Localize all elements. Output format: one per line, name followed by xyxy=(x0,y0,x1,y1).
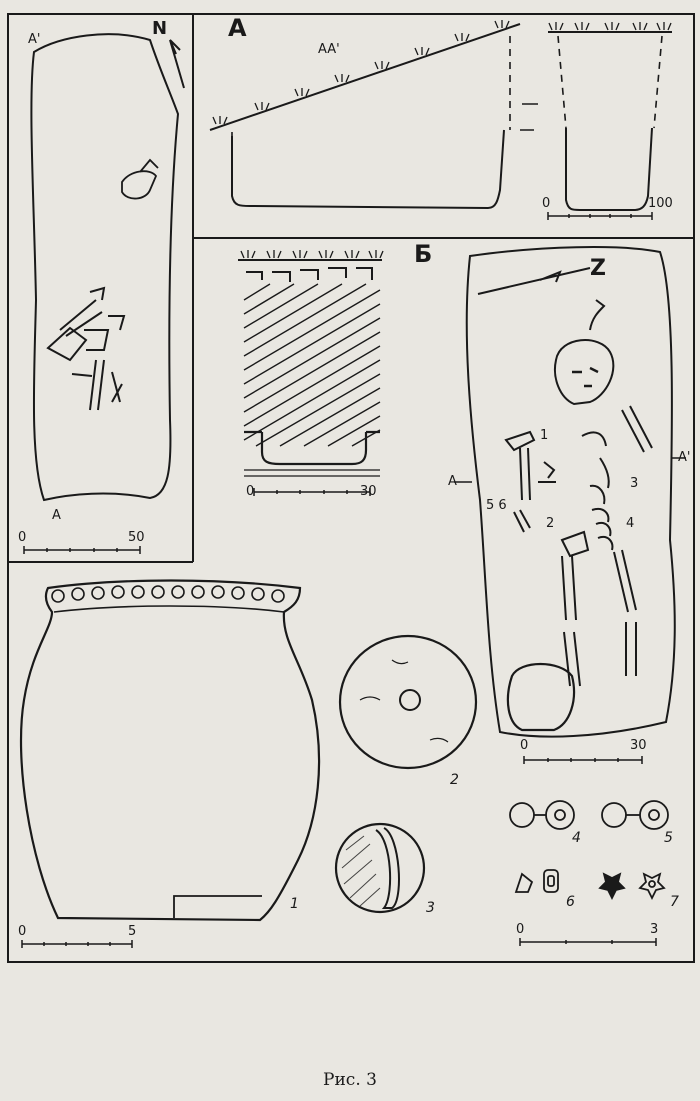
section-label-b: Б xyxy=(414,240,433,268)
section-line-b xyxy=(454,457,686,483)
burial-marker-4: 4 xyxy=(626,516,635,531)
pit-section-cross xyxy=(565,127,653,211)
north-label: N xyxy=(152,18,168,39)
arrow-letter-b: Z xyxy=(590,256,606,281)
turf-blocks-b xyxy=(246,267,373,282)
scale-bar-burial-b xyxy=(523,756,643,764)
pot-fragment-a xyxy=(121,158,159,200)
grass-ticks-cross xyxy=(548,22,672,31)
section-label-a: А xyxy=(228,14,247,42)
scale-burial-b-end: 30 xyxy=(630,738,647,753)
burial-marker-3: 3 xyxy=(630,476,639,491)
base-layers-b xyxy=(244,469,380,477)
scale-bar-vessel xyxy=(21,940,133,948)
bead-3-band xyxy=(375,827,400,909)
scale-burial-b-start: 0 xyxy=(520,738,529,753)
find-5 xyxy=(601,800,669,830)
grass-ticks-b xyxy=(240,250,384,259)
mark-a-prime-burial: A' xyxy=(678,450,691,465)
find-number-3: 3 xyxy=(426,900,435,916)
mark-a-burial: A xyxy=(448,474,457,489)
scale-bar-plan-a xyxy=(23,546,141,554)
vessel-in-burial xyxy=(506,663,576,732)
scale-small-finds-start: 0 xyxy=(516,922,525,937)
grave-pit-outline-a xyxy=(30,33,180,502)
mark-a-prime-plan: A' xyxy=(28,32,41,47)
grass-ticks-aa xyxy=(212,20,510,125)
skull-holes xyxy=(572,366,599,388)
spindle-whorl-2-marks xyxy=(359,659,449,743)
burial-marker-5-6: 5 6 xyxy=(486,498,507,513)
grave-pit-outline-b xyxy=(465,246,676,738)
panel-divider xyxy=(8,14,694,563)
north-arrow-b xyxy=(477,267,591,295)
skull xyxy=(554,339,615,406)
scale-vessel-end: 5 xyxy=(128,924,137,939)
scale-plan-a-end: 50 xyxy=(128,530,145,545)
vessel-1-inner-profile xyxy=(53,605,285,613)
figure-caption: Рис. 3 xyxy=(323,1070,377,1090)
find-number-2: 2 xyxy=(450,772,459,788)
find-number-6: 6 xyxy=(566,894,575,910)
scale-vessel-start: 0 xyxy=(18,924,27,939)
spindle-whorl-2-hole xyxy=(399,689,421,711)
scale-profile-start: 0 xyxy=(542,196,551,211)
mark-aa-prime: AA' xyxy=(318,42,340,57)
pit-section-aa-dashed xyxy=(231,36,511,190)
scale-plan-a-start: 0 xyxy=(18,530,27,545)
find-number-4: 4 xyxy=(572,830,581,846)
burial-marker-2: 2 xyxy=(546,516,555,531)
find-4 xyxy=(509,800,575,830)
find-number-1: 1 xyxy=(290,896,299,912)
plate-frame xyxy=(7,13,695,963)
bones-cluster-a xyxy=(46,286,126,411)
vessel-1-rim-decoration xyxy=(51,585,285,603)
ground-line-aa xyxy=(209,23,521,131)
mark-a-plan: A xyxy=(52,508,61,523)
find-7 xyxy=(598,872,666,901)
spindle-whorl-2 xyxy=(338,634,478,770)
north-arrow xyxy=(169,39,185,89)
scale-section-b-start: 0 xyxy=(246,484,255,499)
find-number-7: 7 xyxy=(670,894,679,910)
bead-3 xyxy=(334,822,426,914)
bones-burial-b xyxy=(504,405,653,687)
scale-bar-profile xyxy=(547,212,653,220)
burial-marker-1: 1 xyxy=(540,428,549,443)
scale-small-finds-end: 3 xyxy=(650,922,659,937)
pit-section-b xyxy=(244,430,380,466)
scale-bar-section-b xyxy=(253,488,371,496)
vessel-1-base-notch xyxy=(173,895,262,918)
find-number-5: 5 xyxy=(664,830,673,846)
pit-section-aa xyxy=(231,129,505,210)
scale-section-b-end: 30 xyxy=(360,484,377,499)
spine-bone-top xyxy=(589,299,606,331)
level-marks xyxy=(520,103,538,131)
hatched-fill-b xyxy=(243,283,381,447)
vessel-1 xyxy=(19,579,321,922)
scale-profile-end: 100 xyxy=(648,196,673,211)
bead-3-hatching xyxy=(341,835,381,907)
find-6 xyxy=(514,869,559,893)
pit-section-cross-dashed xyxy=(557,35,663,129)
scale-bar-small-finds xyxy=(519,938,657,946)
